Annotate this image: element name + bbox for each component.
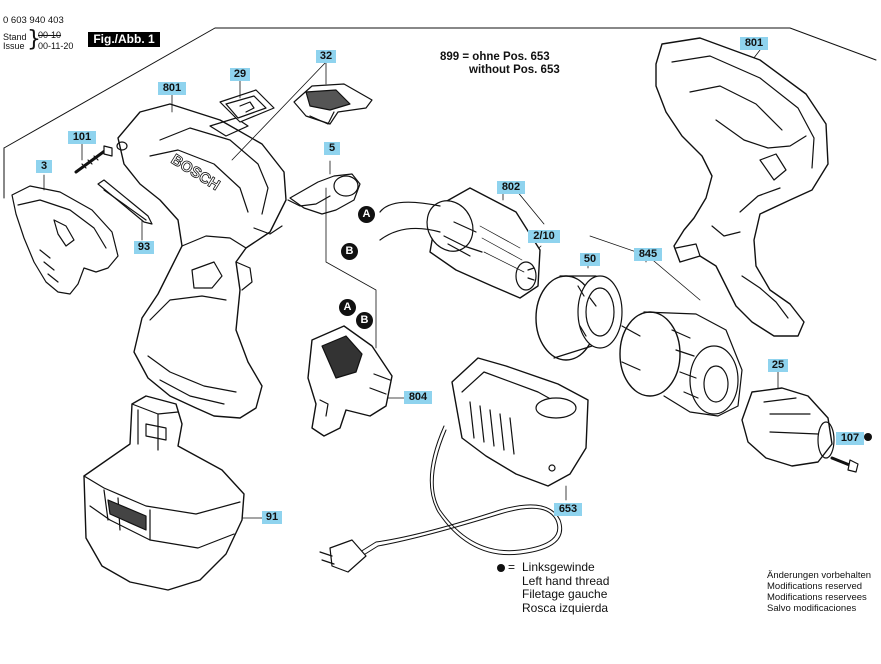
part-802-motor bbox=[379, 187, 541, 299]
callout-801-right: 801 bbox=[740, 37, 768, 50]
callout-32: 32 bbox=[316, 50, 336, 63]
part-801-housing-left bbox=[116, 103, 287, 419]
part-29-button bbox=[219, 89, 275, 123]
part-3-cover bbox=[11, 185, 119, 295]
issue-value: 00-11-20 bbox=[38, 41, 74, 51]
part-107-screw bbox=[830, 456, 859, 473]
part-91-battery bbox=[83, 395, 245, 591]
document-number: 0 603 940 403 bbox=[3, 15, 64, 26]
stand-value: 00-10 bbox=[38, 30, 62, 40]
callout-101: 101 bbox=[68, 131, 96, 144]
legend-bullet bbox=[497, 564, 505, 572]
part-93-bit bbox=[97, 179, 153, 225]
part-25-chuck bbox=[741, 387, 835, 467]
issue-label: Issue bbox=[3, 41, 25, 51]
part-653-charger bbox=[319, 357, 589, 573]
wire-label-b-switch: B bbox=[356, 312, 373, 329]
figure-label: Fig./Abb. 1 bbox=[88, 32, 160, 47]
callout-2-10: 2/10 bbox=[528, 230, 560, 243]
callout-29: 29 bbox=[230, 68, 250, 81]
callout-93: 93 bbox=[134, 241, 154, 254]
note-line-2: without Pos. 653 bbox=[469, 64, 560, 76]
legend-equals: = bbox=[508, 560, 516, 574]
mods-es: Salvo modificaciones bbox=[767, 603, 857, 614]
thread-legend: Linksgewinde Left hand thread Filetage g… bbox=[522, 560, 610, 615]
part-101-screw bbox=[74, 145, 113, 174]
callout-3: 3 bbox=[36, 160, 52, 173]
part-804-switch bbox=[307, 325, 393, 437]
callout-50: 50 bbox=[580, 253, 600, 266]
left-thread-marker bbox=[864, 433, 872, 441]
frame-line-top bbox=[3, 27, 877, 149]
legend-en: Left hand thread bbox=[522, 573, 610, 588]
callout-653: 653 bbox=[554, 503, 582, 516]
callout-5: 5 bbox=[324, 142, 340, 155]
legend-fr: Filetage gauche bbox=[522, 587, 608, 601]
part-5-switch-lever bbox=[287, 173, 361, 215]
mods-en: Modifications reserved bbox=[767, 581, 863, 592]
callout-801-left: 801 bbox=[158, 82, 186, 95]
callout-91: 91 bbox=[262, 511, 282, 524]
mods-fr: Modifications reservees bbox=[767, 592, 867, 603]
callout-804: 804 bbox=[404, 391, 432, 404]
part-32-slider bbox=[293, 83, 373, 125]
legend-es: Rosca izquierda bbox=[522, 600, 609, 615]
callout-845: 845 bbox=[634, 248, 662, 261]
part-801-housing-right bbox=[655, 37, 829, 337]
part-845-gearbox bbox=[619, 311, 743, 417]
note-line-1: 899 = ohne Pos. 653 bbox=[440, 51, 550, 63]
callout-25: 25 bbox=[768, 359, 788, 372]
wire-label-b-motor: B bbox=[341, 243, 358, 260]
part-50-gear-ring bbox=[535, 275, 623, 361]
stand-label: Stand bbox=[3, 32, 27, 42]
callout-107: 107 bbox=[836, 432, 864, 445]
modifications-notice: Änderungen vorbehalten Modifications res… bbox=[767, 570, 871, 614]
wire-label-a-switch: A bbox=[339, 299, 356, 316]
callout-802: 802 bbox=[497, 181, 525, 194]
legend-de: Linksgewinde bbox=[522, 560, 595, 574]
mods-de: Änderungen vorbehalten bbox=[767, 570, 872, 581]
wire-label-a-motor: A bbox=[358, 206, 375, 223]
brace-symbol: } bbox=[27, 27, 41, 52]
